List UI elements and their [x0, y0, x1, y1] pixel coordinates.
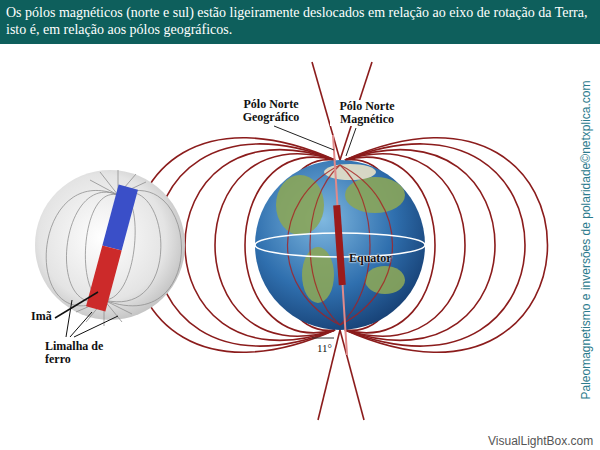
angle-label: 11° — [316, 342, 333, 355]
header-text: Os pólos magnéticos (norte e sul) estão … — [6, 4, 594, 38]
part-label: Limalha de ferro — [44, 340, 108, 366]
pole-label: Pólo Norte Geográfico — [232, 98, 310, 124]
part-label: Imã — [30, 310, 53, 323]
equator-label: Equator — [348, 252, 393, 265]
watermark: Paleomagnetismo e inversões de polaridad… — [579, 80, 593, 399]
watermark: VisualLightBox.com — [488, 434, 593, 448]
pole-label: Pólo Norte Magnético — [330, 100, 404, 126]
